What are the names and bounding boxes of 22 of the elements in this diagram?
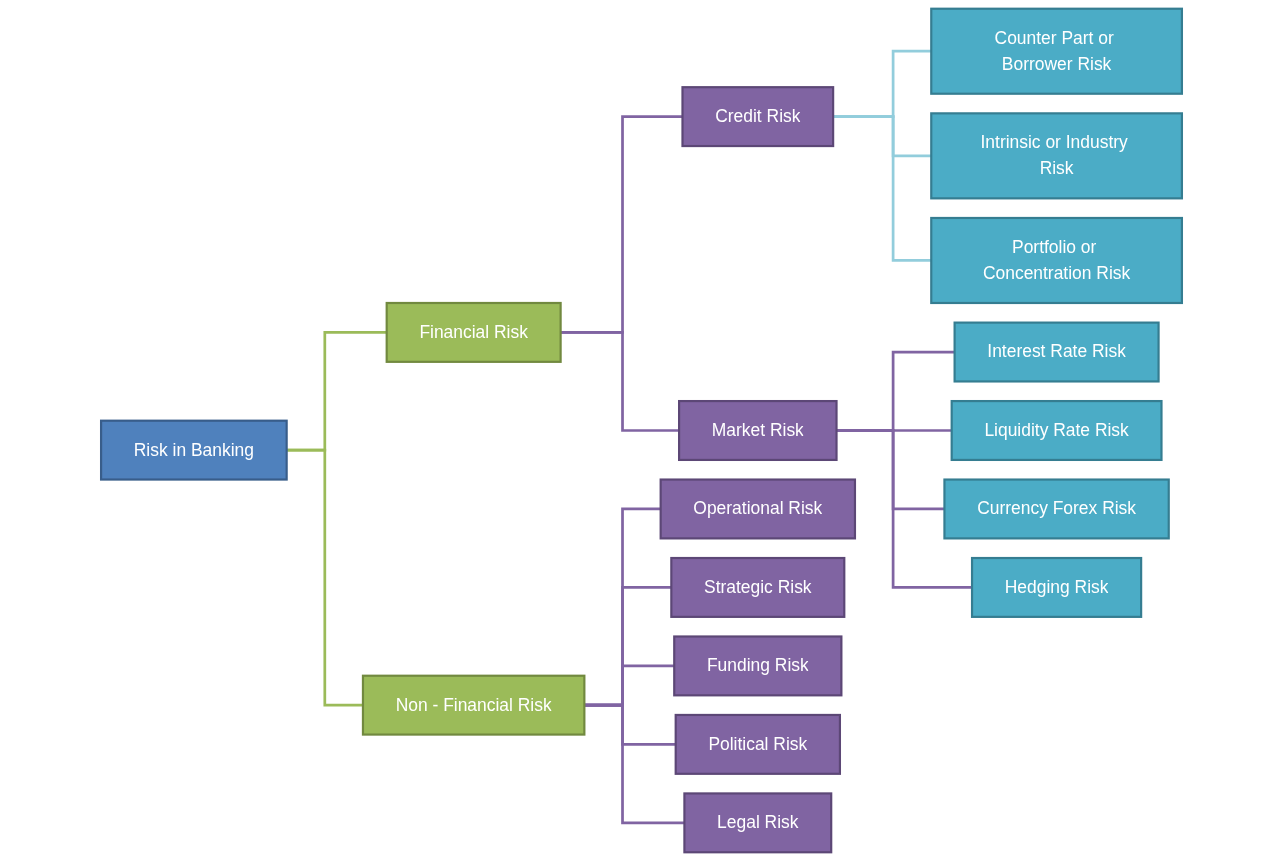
node-box: Non - Financial Risk <box>361 674 586 736</box>
node-box: Credit Risk <box>681 86 835 148</box>
node-box: Counter Part or Borrower Risk <box>930 7 1183 95</box>
node-box: Market Risk <box>678 400 838 461</box>
connector <box>833 115 932 262</box>
node-box: Liquidity Rate Risk <box>950 400 1163 461</box>
connector <box>584 703 685 825</box>
node-box: Strategic Risk <box>670 556 846 618</box>
node-box: Risk in Banking <box>100 419 288 481</box>
connector <box>286 448 363 707</box>
node-box: Intrinsic or Industry Risk <box>930 112 1183 200</box>
node-box: Operational Risk <box>659 478 857 540</box>
node-box: Political Risk <box>674 713 841 775</box>
node-box: Funding Risk <box>673 635 843 697</box>
connector <box>560 331 680 432</box>
connector <box>836 429 973 589</box>
node-box: Hedging Risk <box>970 556 1143 618</box>
node-box: Portfolio or Concentration Risk <box>930 216 1183 305</box>
node-box: Financial Risk <box>385 301 562 363</box>
node-box: Interest Rate Risk <box>953 321 1160 383</box>
node-box: Legal Risk <box>683 792 833 854</box>
node-box: Currency Forex Risk <box>943 478 1170 540</box>
